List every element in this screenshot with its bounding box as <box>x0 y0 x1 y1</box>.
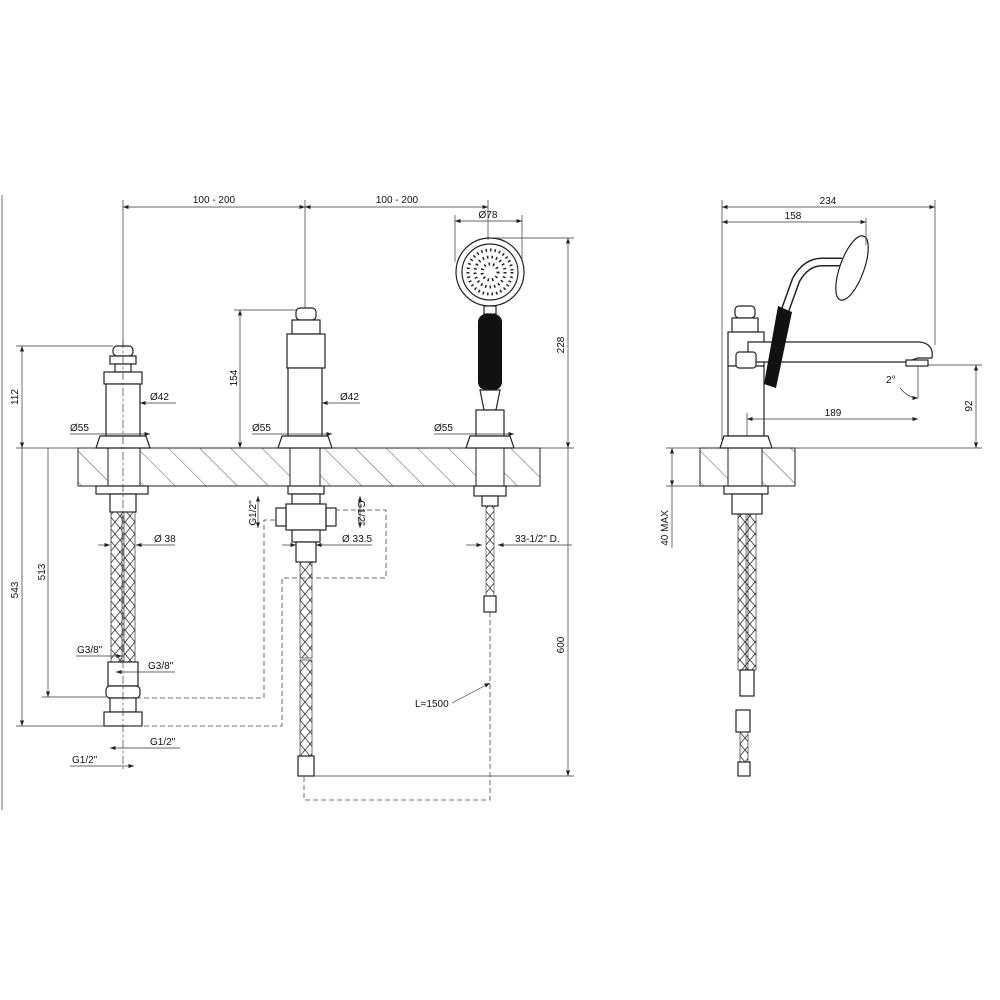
left-body-diameter-label: Ø42 <box>150 392 169 403</box>
spacing-right-label: 100 - 200 <box>376 195 419 206</box>
deck-section <box>77 447 541 487</box>
shower-total-length-label: 600 <box>556 636 567 653</box>
side-view <box>699 235 933 777</box>
left-total-length-label: 543 <box>10 581 21 598</box>
mid-outlet-right-label: G1/2" <box>355 500 366 526</box>
left-connector-a-label: G1/2" <box>150 737 176 748</box>
spout-reach-label: 189 <box>825 408 842 419</box>
hose-length-label: L=1500 <box>415 699 449 710</box>
hand-shower <box>455 237 525 613</box>
left-base-diameter-label: Ø55 <box>70 423 89 434</box>
side-dimensions: 234 158 2° 189 92 40 MAX <box>660 196 982 548</box>
left-valve-height-label: 112 <box>10 389 21 405</box>
left-connection-length-label: 513 <box>37 563 48 580</box>
shower-reach-label: 158 <box>785 211 802 222</box>
mid-body-diameter-label: Ø42 <box>340 392 359 403</box>
mid-base-diameter-label: Ø55 <box>252 423 271 434</box>
left-thread-b-label: G3/8" <box>148 661 174 672</box>
shower-hose-thread-label: 33-1/2" D. <box>515 534 560 545</box>
shower-height-label: 228 <box>556 336 567 353</box>
overall-width-label: 234 <box>820 196 837 207</box>
left-connector-b-label: G1/2" <box>72 755 98 766</box>
hose-routing <box>128 509 491 801</box>
shower-base-diameter-label: Ø55 <box>434 423 453 434</box>
mid-valve-height-label: 154 <box>229 369 240 386</box>
spout-height-label: 92 <box>964 400 975 412</box>
left-thread-a-label: G3/8" <box>77 645 103 656</box>
deck-thickness-label: 40 MAX <box>660 510 671 546</box>
front-dimensions: 100 - 200 100 - 200 Ø78 228 600 112 543 … <box>10 195 574 777</box>
shower-handle <box>478 314 502 390</box>
left-shank-diameter-label: Ø 38 <box>154 534 176 545</box>
mid-shank-diameter-label: Ø 33.5 <box>342 534 372 545</box>
mid-outlet-left-label: G1/2" <box>248 500 259 526</box>
spacing-left-label: 100 - 200 <box>193 195 236 206</box>
left-valve <box>95 340 151 770</box>
shower-diameter-label: Ø78 <box>479 210 498 221</box>
middle-valve <box>275 307 337 777</box>
spout-angle-label: 2° <box>886 375 896 386</box>
